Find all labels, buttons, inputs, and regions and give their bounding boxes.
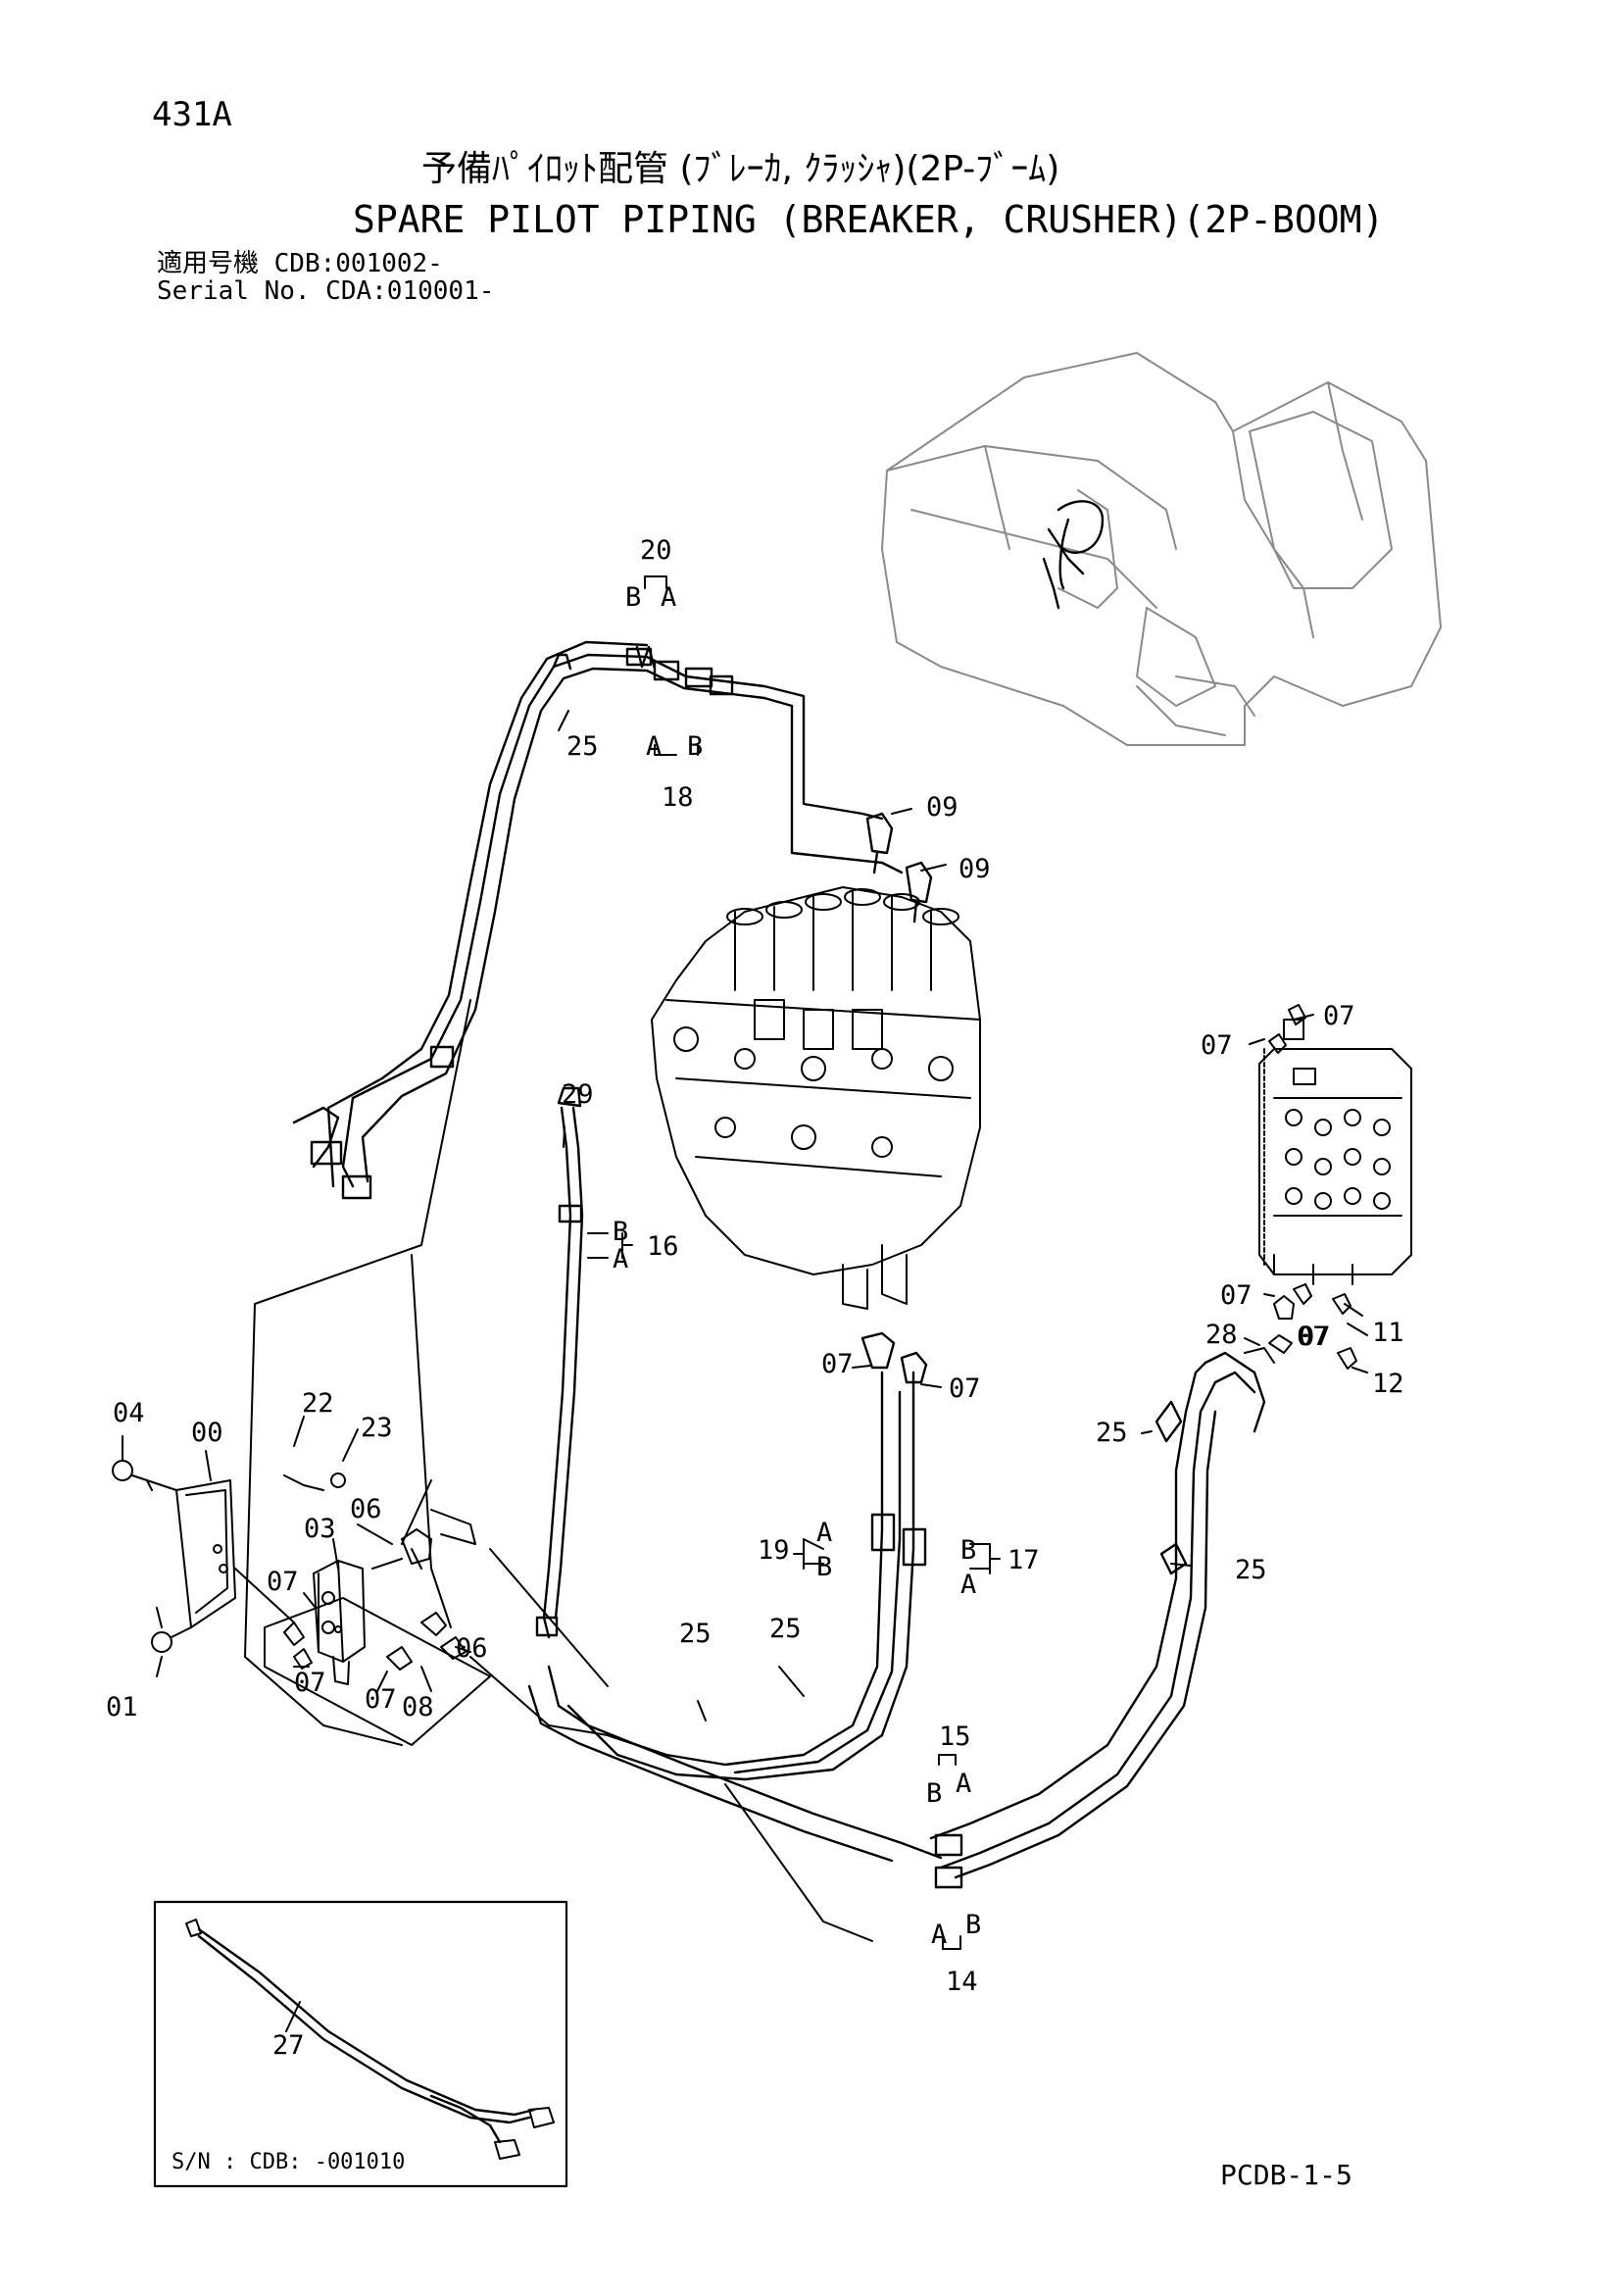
callout-20: 20 [640, 535, 672, 566]
callout-09-upper: 09 [926, 792, 958, 823]
callout-19-b: B [816, 1552, 832, 1582]
serial-info: 適用号機 CDB:001002- Serial No. CDA:010001- [157, 250, 494, 305]
selector-valve-assembly [112, 1460, 491, 1746]
pilot-valve [1258, 1019, 1412, 1285]
callout-leaders [122, 575, 1368, 1950]
callout-17-b: B [960, 1535, 976, 1566]
callout-04: 04 [113, 1398, 145, 1428]
callout-28: 28 [1205, 1320, 1238, 1350]
callout-15: 15 [939, 1722, 971, 1752]
callout-18-b: B [687, 731, 703, 762]
routing-guide-lines [244, 999, 873, 1942]
callout-17-a: A [960, 1570, 976, 1600]
callout-20-b: B [625, 582, 641, 613]
callout-16-a: A [613, 1244, 628, 1274]
serial-line-1: 適用号機 CDB:001002- [157, 249, 443, 278]
callout-15-a: A [956, 1769, 971, 1799]
callout-07-sv-bottom-left: 07 [294, 1668, 326, 1698]
callout-25-middle-left: 25 [679, 1619, 712, 1649]
callout-19-a: A [816, 1518, 832, 1548]
callout-17: 17 [1008, 1545, 1040, 1575]
callout-18-a: A [646, 731, 662, 762]
callout-07-pv-top-left: 07 [1201, 1030, 1233, 1061]
inset-caption: S/N : CDB: -001010 [172, 2150, 405, 2174]
callout-06-mid: 06 [456, 1633, 488, 1664]
hose-17-19 [566, 1331, 928, 1781]
title-english: SPARE PILOT PIPING (BREAKER, CRUSHER)(2P… [353, 198, 1385, 241]
fittings-near-pilot-valve [1244, 1004, 1357, 1370]
callout-20-a: A [661, 582, 676, 613]
callout-07-pv-low: 07 [1297, 1322, 1329, 1352]
hose-16 [535, 1086, 584, 1639]
hose-upper-loop [292, 640, 904, 1200]
callout-22: 22 [302, 1388, 334, 1419]
callout-19: 19 [758, 1535, 790, 1566]
callout-14-a: A [931, 1920, 947, 1950]
callout-03: 03 [304, 1514, 336, 1544]
callout-27: 27 [272, 2030, 305, 2061]
callout-14-b: B [965, 1910, 981, 1940]
callout-23: 23 [361, 1413, 393, 1443]
callout-00: 00 [191, 1418, 223, 1448]
callout-07-pv-mid-left: 07 [1220, 1280, 1253, 1311]
callout-29: 29 [562, 1079, 594, 1110]
callout-labels: 20 B A 25 A B 18 09 09 07 07 29 B A 16 0… [106, 535, 1404, 2174]
thumbnail-highlight-hoses [1042, 500, 1105, 610]
callout-07-cv-left: 07 [821, 1349, 854, 1379]
callout-11: 11 [1372, 1318, 1404, 1348]
callout-12: 12 [1372, 1369, 1404, 1399]
callout-07-sv-bottom: 07 [365, 1684, 397, 1715]
callout-18: 18 [662, 782, 694, 813]
callout-15-b: B [926, 1778, 942, 1809]
serial-line-2: Serial No. CDA:010001- [157, 276, 495, 306]
callout-08: 08 [402, 1692, 434, 1722]
hose-14-15 [527, 1351, 1266, 1889]
callout-07-pv-top-right: 07 [1323, 1001, 1355, 1031]
callout-07-pv-mid-right: 07 [1299, 1322, 1331, 1352]
callout-07-sv-left: 07 [267, 1567, 299, 1597]
excavator-thumbnail [881, 352, 1442, 746]
callout-25-top: 25 [566, 731, 599, 762]
callout-09-lower: 09 [958, 854, 991, 884]
callout-14: 14 [946, 1967, 978, 1997]
callout-25-middle: 25 [769, 1614, 802, 1644]
title-japanese: 予備ﾊﾟｲﾛｯﾄ配管 (ﾌﾞﾚｰｶ, ｸﾗｯｼｬ)(2P-ﾌﾞｰﾑ) [421, 149, 1060, 189]
callout-16: 16 [647, 1231, 679, 1262]
callout-16-b: B [613, 1217, 628, 1247]
callout-25-right-low: 25 [1235, 1555, 1267, 1585]
inset-harness-box [153, 1900, 568, 2188]
page-number: 431A [152, 95, 232, 134]
footer-code: PCDB-1-5 [1220, 2159, 1352, 2191]
callout-25-right-top: 25 [1096, 1418, 1128, 1448]
callout-01: 01 [106, 1692, 138, 1722]
callout-07-cv-right: 07 [949, 1373, 981, 1404]
callout-06-top: 06 [350, 1494, 382, 1524]
control-valve [651, 886, 981, 1310]
